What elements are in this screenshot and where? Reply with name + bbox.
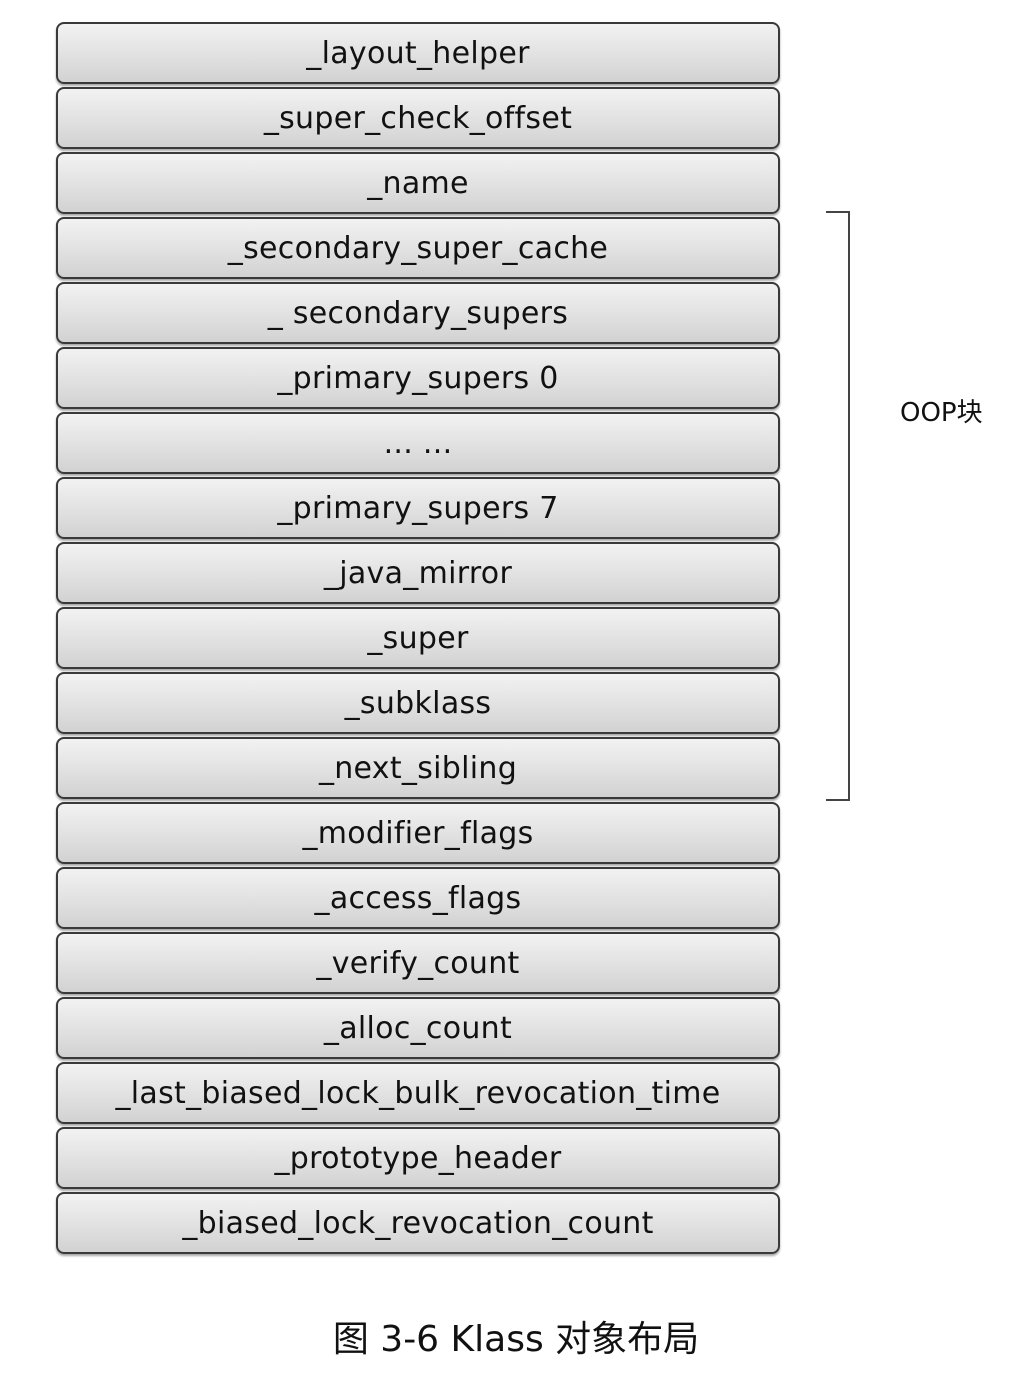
field-layout-helper: _layout_helper — [56, 22, 780, 84]
field-alloc-count: _alloc_count — [56, 997, 780, 1059]
klass-field-stack: _layout_helper _super_check_offset _name… — [56, 22, 780, 1257]
field-prototype-header: _prototype_header — [56, 1127, 780, 1189]
field-primary-supers-7: _primary_supers 7 — [56, 477, 780, 539]
field-access-flags: _access_flags — [56, 867, 780, 929]
field-secondary-super-cache: _secondary_super_cache — [56, 217, 780, 279]
field-modifier-flags: _modifier_flags — [56, 802, 780, 864]
field-biased-lock-revocation-count: _biased_lock_revocation_count — [56, 1192, 780, 1254]
field-secondary-supers: _ secondary_supers — [56, 282, 780, 344]
field-verify-count: _verify_count — [56, 932, 780, 994]
field-super: _super — [56, 607, 780, 669]
field-ellipsis: ... ... — [56, 412, 780, 474]
field-super-check-offset: _super_check_offset — [56, 87, 780, 149]
field-java-mirror: _java_mirror — [56, 542, 780, 604]
field-primary-supers-0: _primary_supers 0 — [56, 347, 780, 409]
field-last-biased-lock-bulk-revocation-time: _last_biased_lock_bulk_revocation_time — [56, 1062, 780, 1124]
field-name: _name — [56, 152, 780, 214]
field-next-sibling: _next_sibling — [56, 737, 780, 799]
oop-block-bracket — [826, 211, 850, 801]
oop-block-label: OOP块 — [900, 398, 983, 428]
field-subklass: _subklass — [56, 672, 780, 734]
figure-caption: 图 3-6 Klass 对象布局 — [332, 1319, 700, 1360]
